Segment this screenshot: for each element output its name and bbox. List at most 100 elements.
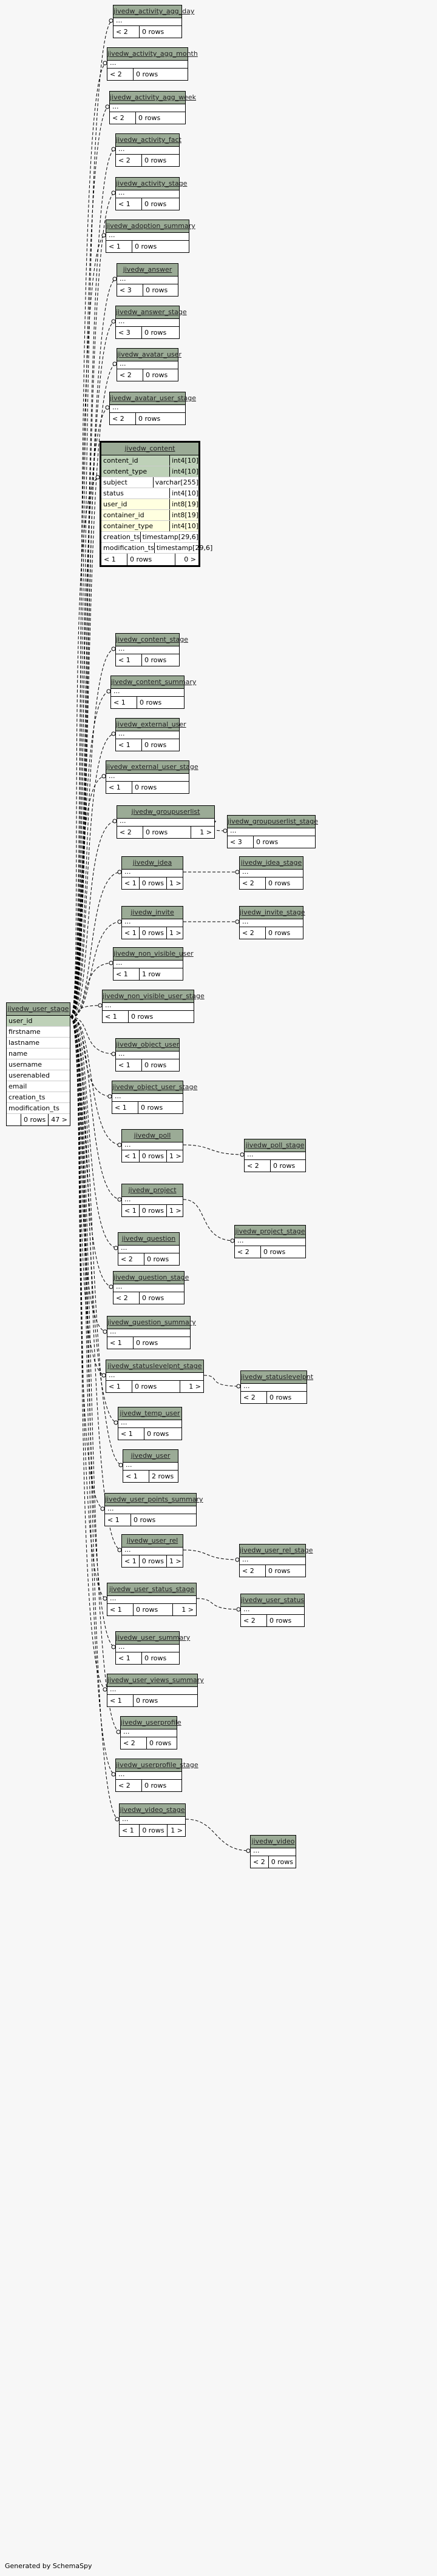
row-count: 0 rows bbox=[144, 1782, 167, 1789]
columns-elided: ... bbox=[240, 918, 303, 927]
parent-count: < 1 bbox=[122, 927, 140, 939]
columns-elided: ... bbox=[107, 1686, 197, 1695]
generated-by-credit: Generated by SchemaSpy bbox=[5, 2562, 92, 2570]
parent-count: < 1 bbox=[120, 1825, 140, 1836]
row-count: 0 rows bbox=[140, 1150, 167, 1162]
row-count: 0 rows bbox=[136, 1697, 158, 1705]
column-type: int4[10] bbox=[172, 468, 198, 475]
child-count: 47 > bbox=[51, 1116, 67, 1124]
table-title: jivedw_video bbox=[251, 1836, 296, 1848]
columns-elided: ... bbox=[113, 1283, 184, 1292]
parent-count: < 1 bbox=[113, 968, 140, 980]
column-type: int4[10] bbox=[172, 457, 198, 465]
row-count: 1 row bbox=[142, 970, 161, 978]
child-count: 1 > bbox=[169, 1557, 181, 1565]
row-count: 0 rows bbox=[146, 286, 168, 294]
relationship-edge bbox=[70, 1016, 118, 1249]
table-title: jivedw_question bbox=[118, 1233, 179, 1246]
parent-count: < 1 bbox=[122, 1555, 140, 1567]
column-type: int4[10] bbox=[172, 522, 198, 530]
table-title: jivedw_user_rel bbox=[122, 1535, 183, 1548]
parent-count: < 1 bbox=[116, 654, 142, 666]
parent-count: < 2 bbox=[245, 1160, 271, 1172]
columns-elided: ... bbox=[118, 1244, 179, 1253]
parent-count: < 3 bbox=[116, 327, 142, 338]
table-title: jivedw_external_user bbox=[116, 719, 186, 731]
row-count: 0 rows bbox=[149, 1739, 172, 1747]
relationship-edge bbox=[70, 278, 117, 1018]
row-count: 0 rows bbox=[268, 929, 291, 937]
table-title: jivedw_content bbox=[101, 443, 198, 455]
relationship-edge bbox=[70, 733, 116, 1018]
table-title: jivedw_non_visible_user bbox=[113, 948, 194, 961]
column-type: int8[19] bbox=[172, 511, 198, 519]
row-count: 0 rows bbox=[21, 1114, 49, 1125]
row-count: 0 rows bbox=[138, 415, 161, 423]
relationship-edge bbox=[70, 962, 113, 1018]
parent-count: < 2 bbox=[251, 1856, 269, 1868]
columns-elided: ... bbox=[105, 1505, 196, 1514]
column-type: timestamp[29,6] bbox=[156, 544, 213, 552]
relationship-edge bbox=[203, 1375, 241, 1387]
table-title: jivedw_statuslevelpnt bbox=[241, 1371, 313, 1384]
columns-elided: ... bbox=[113, 17, 181, 26]
columns-elided: ... bbox=[241, 1383, 307, 1392]
relationship-edge bbox=[70, 1016, 116, 1648]
